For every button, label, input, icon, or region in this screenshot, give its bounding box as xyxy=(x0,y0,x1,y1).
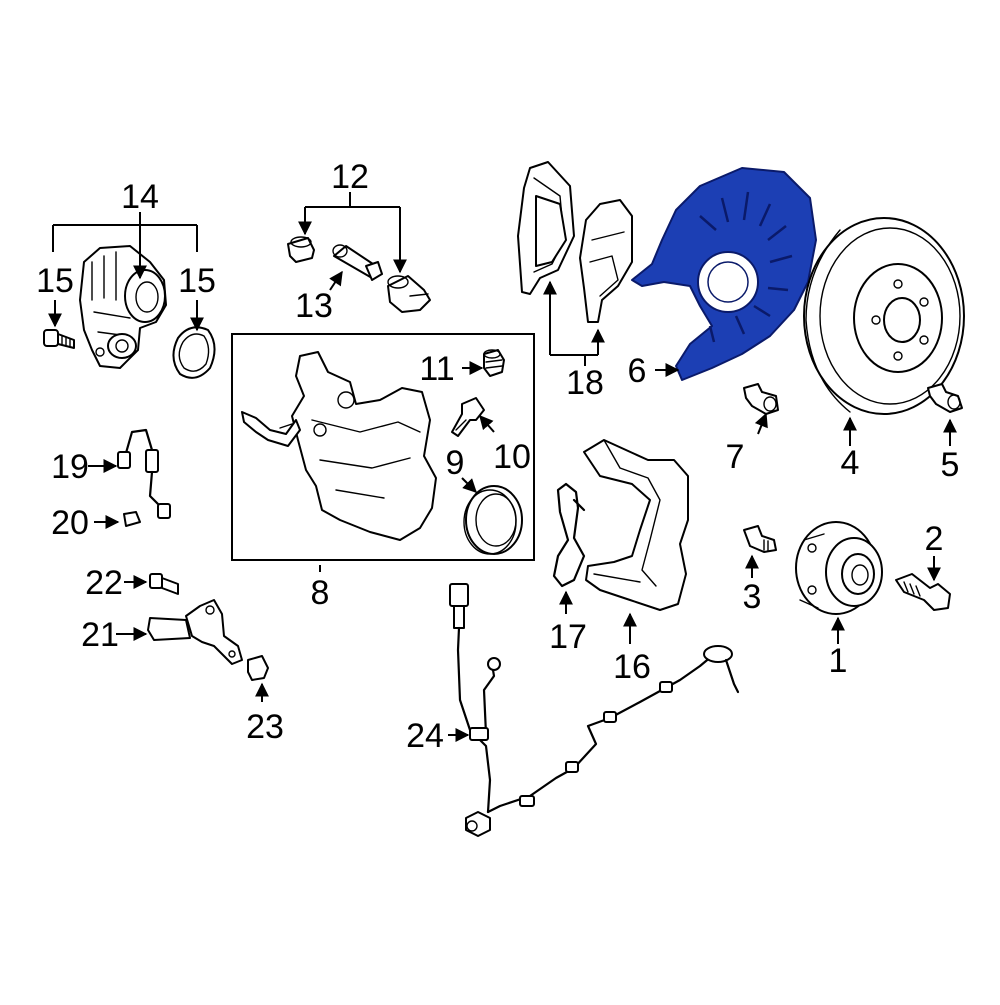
callout-17: 17 xyxy=(549,618,587,656)
callout-group-18 xyxy=(543,280,605,366)
part-15-screw[interactable] xyxy=(43,329,75,349)
callout-4: 4 xyxy=(841,444,860,482)
part-16-caliper-bracket[interactable] xyxy=(583,439,689,611)
part-19-brake-hose[interactable] xyxy=(117,428,171,519)
callout-12: 12 xyxy=(331,158,369,196)
callout-10: 10 xyxy=(493,438,531,476)
part-17-anti-rattle-spring[interactable] xyxy=(552,482,586,588)
part-12-boot[interactable] xyxy=(387,275,431,313)
part-4-brake-rotor[interactable] xyxy=(803,217,965,415)
callout-7-leader xyxy=(754,412,768,435)
callout-23: 23 xyxy=(246,708,284,746)
part-21-sensor[interactable] xyxy=(147,599,243,665)
callout-6: 6 xyxy=(628,352,647,390)
callout-13: 13 xyxy=(295,287,333,325)
part-22-bolt[interactable] xyxy=(149,573,179,595)
callout-11: 11 xyxy=(419,350,454,388)
callout-20: 20 xyxy=(51,504,89,542)
callout-14: 14 xyxy=(121,178,159,216)
callout-group-14-15 xyxy=(48,212,204,332)
callout-9: 9 xyxy=(446,444,465,482)
part-12-cap[interactable] xyxy=(287,236,315,263)
callout-16: 16 xyxy=(613,648,651,686)
part-24-abs-harness[interactable] xyxy=(449,583,740,837)
part-1-wheel-hub[interactable] xyxy=(795,521,883,615)
callout-2: 2 xyxy=(925,520,944,558)
callout-10-leader xyxy=(479,414,495,433)
caliper-assembly-box xyxy=(231,333,535,561)
callout-group-12-13 xyxy=(298,192,407,291)
callout-1: 1 xyxy=(829,642,848,680)
part-20-clip[interactable] xyxy=(123,511,141,527)
callout-9-leader xyxy=(461,477,477,493)
callout-24: 24 xyxy=(406,717,444,755)
callout-8: 8 xyxy=(311,574,330,612)
part-2-bolt[interactable] xyxy=(895,573,951,611)
callout-7: 7 xyxy=(726,438,745,476)
part-9-piston-seal[interactable] xyxy=(463,485,523,555)
part-3-screw[interactable] xyxy=(743,525,777,553)
part-23-plug[interactable] xyxy=(247,655,269,681)
part-10-bleeder-screw[interactable] xyxy=(451,397,485,437)
part-5-bolt[interactable] xyxy=(927,383,963,413)
callout-22: 22 xyxy=(85,564,123,602)
part-18-brake-pads[interactable] xyxy=(517,161,633,323)
callout-5: 5 xyxy=(941,446,960,484)
callout-18: 18 xyxy=(566,364,604,402)
part-13-guide-pin[interactable] xyxy=(332,244,383,281)
callout-19: 19 xyxy=(51,448,89,486)
part-14-actuator-motor[interactable] xyxy=(79,245,167,369)
callout-21: 21 xyxy=(81,616,119,654)
part-15-gasket[interactable] xyxy=(172,326,216,379)
part-7-screw[interactable] xyxy=(743,383,779,415)
callout-15-gasket: 15 xyxy=(178,262,216,300)
part-11-bleeder-cap[interactable] xyxy=(483,349,505,377)
part-6-splash-shield[interactable] xyxy=(631,167,817,381)
callout-3: 3 xyxy=(743,578,762,616)
callout-15-screw: 15 xyxy=(36,262,74,300)
part-8-caliper[interactable] xyxy=(241,351,437,541)
